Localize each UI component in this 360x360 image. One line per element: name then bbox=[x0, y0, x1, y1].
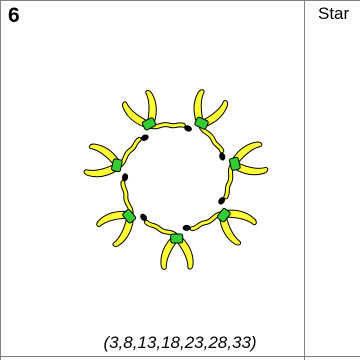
banana-pair bbox=[144, 219, 194, 270]
banana-right bbox=[219, 213, 242, 246]
banana-pair bbox=[122, 89, 186, 141]
banana-pair bbox=[96, 180, 148, 247]
arm bbox=[145, 220, 179, 238]
banana-left bbox=[231, 141, 263, 167]
arm bbox=[117, 137, 141, 168]
banana-right bbox=[145, 89, 157, 125]
banana-tip bbox=[140, 213, 148, 222]
green-band bbox=[228, 156, 241, 171]
banana-right bbox=[88, 143, 121, 168]
banana-left bbox=[174, 236, 194, 270]
banana-tip bbox=[218, 197, 226, 205]
banana-tip bbox=[140, 134, 149, 141]
green-band bbox=[111, 158, 123, 173]
banana-tip bbox=[182, 224, 191, 231]
sequence-caption: (3,8,13,18,23,28,33) bbox=[103, 333, 257, 352]
banana-ring bbox=[83, 89, 269, 270]
banana-pair bbox=[184, 89, 229, 154]
banana-left bbox=[83, 162, 118, 178]
arm bbox=[148, 123, 185, 129]
banana-left bbox=[122, 101, 151, 129]
banana-right bbox=[96, 210, 131, 228]
arm bbox=[199, 123, 224, 153]
banana-left bbox=[222, 209, 257, 226]
banana-pair bbox=[83, 136, 142, 182]
banana-pair bbox=[219, 141, 269, 200]
banana-tip bbox=[121, 173, 129, 182]
green-band bbox=[122, 209, 137, 224]
banana-left bbox=[112, 214, 134, 247]
banana-tip bbox=[219, 152, 226, 161]
banana-left bbox=[193, 89, 205, 124]
arm bbox=[190, 212, 224, 231]
arm bbox=[224, 162, 234, 199]
banana-pair bbox=[189, 197, 257, 246]
green-band bbox=[194, 116, 209, 130]
arm bbox=[121, 181, 133, 217]
green-band bbox=[141, 117, 157, 131]
green-band bbox=[216, 207, 231, 223]
banana-right bbox=[160, 236, 180, 270]
green-band bbox=[170, 233, 184, 244]
start-label: Star bbox=[318, 4, 350, 23]
banana-tip bbox=[184, 125, 192, 132]
card-number: 6 bbox=[8, 4, 20, 27]
banana-right bbox=[233, 161, 269, 176]
banana-right bbox=[199, 99, 229, 128]
